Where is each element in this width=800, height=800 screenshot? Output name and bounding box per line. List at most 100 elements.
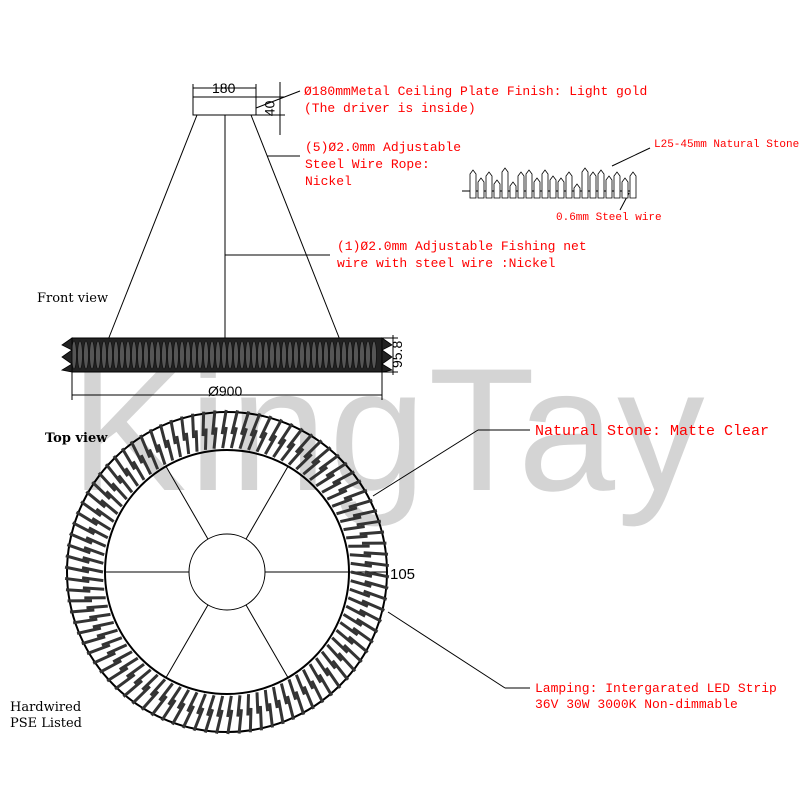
crystal: [176, 689, 190, 710]
crystal: [251, 340, 257, 370]
crystal: [209, 340, 215, 370]
crystal: [326, 643, 343, 662]
crystal: [236, 695, 242, 717]
crystal: [86, 643, 111, 656]
crystal: [99, 659, 123, 674]
crystal: [201, 411, 206, 437]
crystal: [294, 433, 314, 454]
crystal: [191, 413, 196, 439]
crystal: [349, 553, 372, 558]
crystal: [125, 340, 131, 370]
label-steel-wire: 0.6mm Steel wire: [556, 212, 662, 224]
label-lamping-2: 36V 30W 3000K Non-dimmable: [535, 697, 738, 712]
crystal: [275, 340, 281, 370]
crystal: [573, 183, 581, 199]
crystal: [120, 447, 136, 471]
crystal: [305, 340, 311, 370]
crystal: [255, 431, 268, 453]
crystal: [81, 566, 104, 574]
crystal: [294, 691, 306, 716]
spoke: [165, 466, 209, 540]
crystal: [257, 340, 263, 370]
crystal: [264, 434, 278, 455]
crystal: [255, 692, 260, 714]
crystal: [303, 439, 323, 459]
crystal: [359, 340, 365, 370]
crystal: [517, 171, 525, 199]
crystal: [65, 588, 91, 593]
crystal: [95, 340, 101, 370]
crystal: [341, 340, 347, 370]
crystal: [106, 643, 128, 656]
crystal: [349, 587, 371, 598]
crystal: [131, 460, 146, 481]
crystal: [185, 340, 191, 370]
crystal: [85, 536, 107, 548]
crystal: [112, 650, 133, 664]
crystal: [226, 709, 234, 735]
crystal: [230, 409, 239, 435]
crystal: [323, 340, 329, 370]
crystal: [186, 691, 199, 713]
crystal: [215, 709, 224, 735]
crystal: [301, 669, 315, 690]
crystal: [92, 620, 115, 629]
crystal: [171, 702, 186, 726]
crystal: [216, 695, 225, 718]
crystal: [331, 470, 355, 485]
crystal: [286, 427, 304, 449]
crystal: [347, 635, 369, 654]
crystal: [211, 410, 217, 435]
dim-diameter: Ø900: [208, 383, 243, 399]
crystal: [605, 175, 613, 199]
crystal: [215, 340, 221, 370]
crystal: [565, 171, 573, 199]
crystal: [133, 668, 152, 685]
crystal: [148, 448, 160, 470]
crystal: [158, 423, 168, 449]
crystal: [339, 621, 359, 637]
crystal: [287, 678, 298, 701]
crystal: [258, 705, 263, 731]
crystal: [71, 521, 96, 536]
dim-ring-width: 105: [390, 566, 416, 583]
crystal: [131, 340, 137, 370]
crystal: [335, 340, 341, 370]
crystal: [279, 683, 289, 705]
crystal: [81, 576, 104, 583]
crystal: [124, 467, 140, 487]
crystal: [60, 337, 73, 373]
crystal: [501, 167, 509, 199]
crystal: [88, 526, 109, 540]
ceiling-plate: [192, 96, 257, 116]
crystal: [342, 644, 363, 664]
label-stone-length: L25-45mm Natural Stone: [654, 139, 800, 151]
crystal: [352, 509, 378, 518]
crystal: [158, 682, 174, 702]
crystal: [263, 340, 269, 370]
crystal: [91, 480, 112, 500]
crystal: [525, 169, 533, 199]
crystal: [221, 426, 228, 449]
label-wire-rope-3: Nickel: [305, 174, 352, 189]
crystal: [104, 463, 123, 485]
crystal: [227, 340, 233, 370]
crystal: [589, 171, 597, 199]
crystal: [347, 340, 353, 370]
crystal: [169, 419, 177, 445]
crystal: [259, 415, 273, 439]
crystal: [337, 652, 357, 673]
crystal: [212, 427, 218, 449]
crystal: [347, 596, 369, 608]
crystal: [277, 422, 294, 445]
crystal: [352, 626, 374, 644]
crystal: [197, 340, 203, 370]
crystal: [89, 340, 95, 370]
label-wire-rope: (5)Ø2.0mm Adjustable: [305, 140, 462, 155]
crystal: [105, 490, 123, 508]
crystal: [137, 340, 143, 370]
crystal: [83, 340, 89, 370]
crystal: [97, 471, 117, 492]
crystal: [321, 480, 342, 494]
crystal: [343, 488, 368, 501]
